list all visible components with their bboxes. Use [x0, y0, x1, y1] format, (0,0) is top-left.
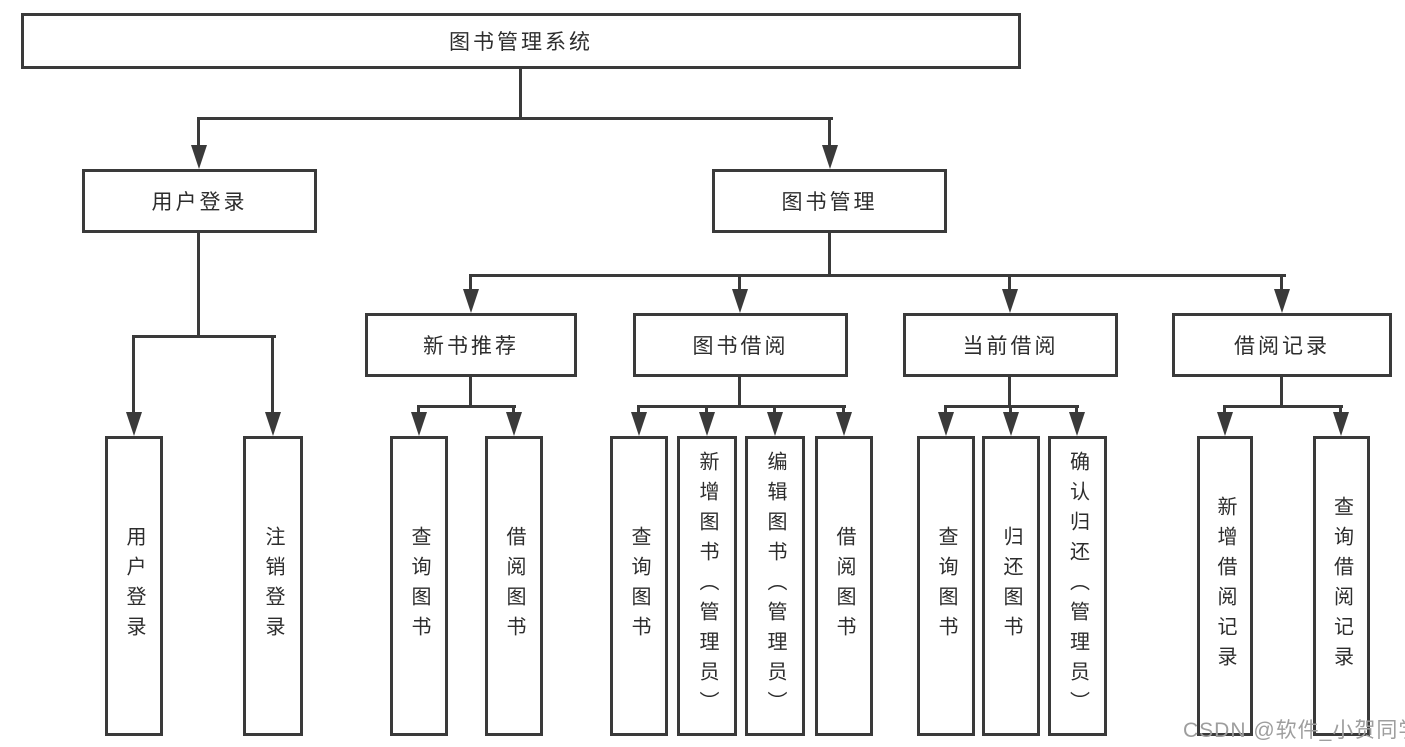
connector-leaf [1009, 405, 1012, 417]
connector-leaf [944, 405, 947, 417]
arrow-to-current-borrow-icon [1002, 289, 1018, 313]
leaf-label: 归还图书 [1000, 526, 1022, 646]
connector-to-borrow-records [1280, 274, 1283, 292]
connector-leaf [842, 405, 845, 417]
connector-leaf [1075, 405, 1078, 417]
connector-user-login-branch [132, 335, 276, 338]
leaf-label: 确认归还（管理员） [1066, 451, 1089, 721]
leaf-logout: 注销登录 [243, 436, 303, 736]
arrow-icon [411, 412, 427, 436]
leaf-borrow-books-recommend: 借阅图书 [485, 436, 543, 736]
leaf-query-books-current: 查询图书 [917, 436, 975, 736]
connector-root-stem [519, 69, 522, 120]
leaf-query-books-recommend: 查询图书 [390, 436, 448, 736]
arrow-icon [767, 412, 783, 436]
arrow-icon [1217, 412, 1233, 436]
arrow-to-leaf-login-icon [126, 412, 142, 436]
node-library-management-system: 图书管理系统 [21, 13, 1021, 69]
leaf-label: 查询图书 [935, 526, 957, 646]
leaf-label: 查询图书 [408, 526, 430, 646]
arrow-icon [836, 412, 852, 436]
connector-book-mgmt-branch [469, 274, 1286, 277]
arrow-to-new-books-icon [463, 289, 479, 313]
leaf-label: 查询借阅记录 [1330, 496, 1353, 676]
leaf-label: 注销登录 [262, 526, 284, 646]
connector-to-book-mgmt [828, 117, 831, 149]
leaf-borrow-books: 借阅图书 [815, 436, 873, 736]
connector-to-user-login [197, 117, 200, 149]
leaf-confirm-return-admin: 确认归还（管理员） [1048, 436, 1107, 736]
connector-leaf [773, 405, 776, 417]
arrow-icon [631, 412, 647, 436]
leaf-query-borrow-record: 查询借阅记录 [1313, 436, 1370, 736]
connector-to-leaf-login [132, 335, 135, 415]
connector-leaf [637, 405, 640, 417]
connector-borrow-records-stem [1280, 377, 1283, 408]
connector-book-mgmt-stem [828, 233, 831, 277]
arrow-icon [1069, 412, 1085, 436]
arrow-icon [938, 412, 954, 436]
connector-borrow-records-branch [1223, 405, 1343, 408]
connector-to-book-borrow [738, 274, 741, 292]
connector-leaf [1223, 405, 1226, 417]
connector-new-books-branch [417, 405, 516, 408]
connector-leaf [512, 405, 515, 417]
leaf-return-books: 归还图书 [982, 436, 1040, 736]
arrow-icon [1333, 412, 1349, 436]
node-book-borrowing: 图书借阅 [633, 313, 848, 377]
arrow-to-user-login-icon [191, 145, 207, 169]
arrow-to-book-borrow-icon [732, 289, 748, 313]
arrow-to-borrow-records-icon [1274, 289, 1290, 313]
csdn-watermark: CSDN @软件_小贺同学 [1183, 719, 1405, 742]
leaf-query-books-borrow: 查询图书 [610, 436, 668, 736]
connector-book-borrow-branch [637, 405, 846, 408]
arrow-to-book-mgmt-icon [822, 145, 838, 169]
node-user-login: 用户登录 [82, 169, 317, 233]
arrow-icon [699, 412, 715, 436]
connector-current-borrow-stem [1008, 377, 1011, 408]
leaf-user-login: 用户登录 [105, 436, 163, 736]
leaf-add-borrow-record: 新增借阅记录 [1197, 436, 1253, 736]
node-borrowing-records: 借阅记录 [1172, 313, 1392, 377]
connector-leaf [705, 405, 708, 417]
arrow-icon [506, 412, 522, 436]
arrow-icon [1003, 412, 1019, 436]
connector-user-login-stem [197, 233, 200, 338]
leaf-label: 借阅图书 [503, 526, 525, 646]
leaf-edit-books-admin: 编辑图书（管理员） [745, 436, 805, 736]
leaf-label: 用户登录 [123, 526, 145, 646]
connector-to-leaf-logout [271, 335, 274, 415]
leaf-label: 查询图书 [628, 526, 650, 646]
connector-leaf [417, 405, 420, 417]
connector-root-branch [197, 117, 833, 120]
leaf-label: 编辑图书（管理员） [764, 451, 786, 721]
leaf-label: 新增借阅记录 [1214, 496, 1236, 676]
connector-book-borrow-stem [738, 377, 741, 408]
leaf-add-books-admin: 新增图书（管理员） [677, 436, 737, 736]
node-new-book-recommendation: 新书推荐 [365, 313, 577, 377]
connector-leaf [1339, 405, 1342, 417]
leaf-label: 新增图书（管理员） [696, 451, 718, 721]
leaf-label: 借阅图书 [833, 526, 855, 646]
connector-to-new-books [469, 274, 472, 292]
node-current-borrowing: 当前借阅 [903, 313, 1118, 377]
connector-new-books-stem [469, 377, 472, 408]
node-book-management: 图书管理 [712, 169, 947, 233]
arrow-to-leaf-logout-icon [265, 412, 281, 436]
connector-to-current-borrow [1008, 274, 1011, 292]
